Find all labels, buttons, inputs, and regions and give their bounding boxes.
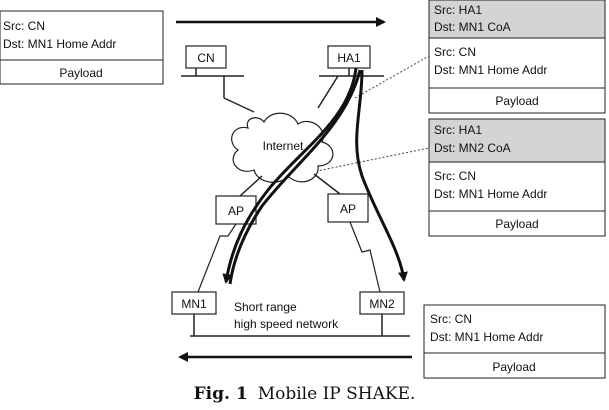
- mobile-ip-shake-diagram: Src: CN Dst: MN1 Home Addr Payload Src: …: [0, 0, 606, 379]
- path-ha1-to-mn2: [355, 69, 408, 282]
- inner-src: Src: CN: [434, 169, 476, 183]
- network-label-line2: high speed network: [234, 317, 339, 331]
- path-ha1-to-mn1-b: [228, 69, 362, 285]
- mn2-node: MN2: [359, 291, 405, 336]
- inner-dst: Dst: MN1 Home Addr: [434, 63, 547, 77]
- figure-caption: Fig. 1 Mobile IP SHAKE.: [0, 384, 609, 404]
- internet-label: Internet: [263, 139, 304, 153]
- outer-dst: Dst: MN2 CoA: [434, 141, 511, 155]
- inner-src: Src: CN: [434, 45, 476, 59]
- internet-ap-left-link: [239, 175, 263, 197]
- wireless-link-left: [197, 223, 237, 293]
- packet-dst: Dst: MN1 Home Addr: [430, 330, 543, 344]
- network-label-line1: Short range: [234, 300, 297, 314]
- outer-src: Src: HA1: [434, 123, 482, 137]
- ap-left: AP: [215, 195, 257, 225]
- cn-internet-link: [223, 97, 255, 113]
- internet-ap-right-link: [313, 173, 341, 195]
- packet-payload: Payload: [495, 94, 538, 108]
- packet-mn-bottom: Src: CN Dst: MN1 Home Addr Payload: [423, 304, 606, 379]
- packet-ha1-to-mn1: Src: HA1 Dst: MN1 CoA Src: CN Dst: MN1 H…: [428, 0, 606, 114]
- ha1-internet-link: [317, 75, 339, 109]
- packet-payload: Payload: [495, 217, 538, 231]
- packet-payload: Payload: [59, 66, 102, 80]
- outer-src: Src: HA1: [434, 3, 482, 17]
- packet-payload: Payload: [492, 360, 535, 374]
- packet-ha1-to-mn2: Src: HA1 Dst: MN2 CoA Src: CN Dst: MN1 H…: [428, 118, 606, 237]
- packet-dst: Dst: MN1 Home Addr: [3, 37, 116, 51]
- caption-label: Fig. 1: [193, 384, 248, 404]
- cn-label: CN: [197, 51, 214, 65]
- ha1-label: HA1: [337, 51, 361, 65]
- mn2-label: MN2: [369, 297, 395, 311]
- inner-dst: Dst: MN1 Home Addr: [434, 187, 547, 201]
- mn1-label: MN1: [181, 297, 207, 311]
- outer-dst: Dst: MN1 CoA: [434, 20, 511, 34]
- ha1-node: HA1: [319, 45, 384, 77]
- ap-right: AP: [327, 193, 369, 223]
- ap-right-label: AP: [340, 202, 356, 216]
- packet-src: Src: CN: [430, 312, 472, 326]
- ap-left-label: AP: [228, 204, 244, 218]
- wireless-link-right: [349, 221, 381, 293]
- path-ha1-to-mn1: [222, 67, 358, 284]
- packet-cn-top: Src: CN Dst: MN1 Home Addr Payload: [0, 10, 164, 85]
- cn-node: CN: [181, 45, 244, 98]
- mn1-node: MN1: [171, 291, 217, 336]
- internet-cloud: Internet: [231, 112, 334, 183]
- caption-text: Mobile IP SHAKE.: [257, 384, 416, 404]
- packet-src: Src: CN: [3, 19, 45, 33]
